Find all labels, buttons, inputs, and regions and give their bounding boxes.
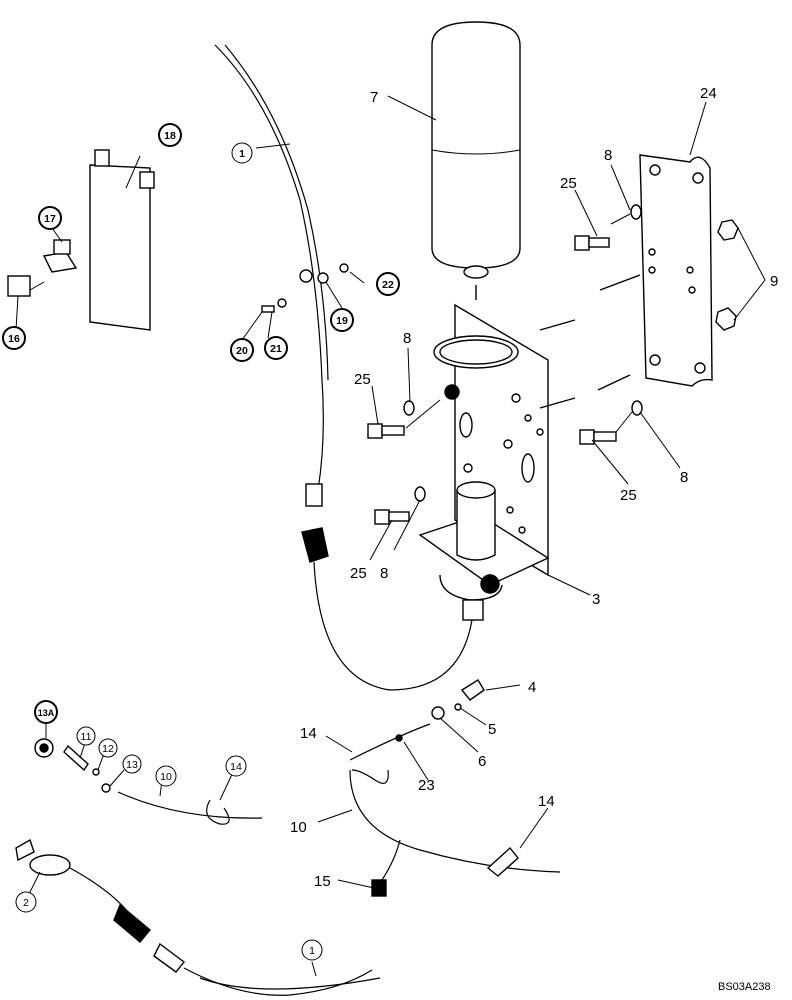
svg-text:13A: 13A	[38, 708, 55, 718]
callout-23: 23	[418, 777, 435, 794]
accumulator-cylinder	[431, 21, 521, 279]
tube-assembly	[349, 723, 561, 897]
callout-15: 15	[314, 873, 331, 890]
callout-1-top: 1	[231, 142, 253, 164]
callout-19: 19	[330, 308, 354, 332]
callout-2: 2	[15, 891, 37, 913]
callout-20: 20	[230, 338, 254, 362]
svg-text:10: 10	[160, 771, 172, 783]
mounting-plate	[639, 154, 713, 387]
svg-text:16: 16	[8, 333, 20, 345]
svg-text:14: 14	[230, 761, 242, 773]
callout-14-left: 14	[225, 755, 247, 777]
callout-14-right: 14	[538, 793, 555, 810]
svg-text:20: 20	[236, 345, 248, 357]
callout-7: 7	[370, 89, 378, 106]
callout-25-mid: 25	[354, 371, 371, 388]
callout-10-center: 10	[290, 819, 307, 836]
svg-text:1: 1	[239, 148, 245, 160]
svg-text:1: 1	[309, 945, 315, 957]
callout-5: 5	[488, 721, 496, 738]
callout-3: 3	[592, 591, 600, 608]
alignment-lines	[475, 274, 641, 409]
callout-18: 18	[158, 123, 182, 147]
callout-10-left: 10	[155, 765, 177, 787]
switch-assembly	[34, 738, 263, 825]
callout-16: 16	[2, 326, 26, 350]
callout-24: 24	[700, 85, 717, 102]
callout-8-mid: 8	[403, 330, 411, 347]
callout-17: 17	[38, 206, 62, 230]
callout-22: 22	[376, 272, 400, 296]
callout-14-center: 14	[300, 725, 317, 742]
callout-8-right: 8	[680, 469, 688, 486]
callout-8-low: 8	[380, 565, 388, 582]
svg-text:2: 2	[23, 897, 29, 909]
svg-text:12: 12	[102, 743, 114, 755]
svg-text:17: 17	[44, 213, 56, 225]
callout-6: 6	[478, 753, 486, 770]
svg-text:22: 22	[382, 279, 394, 291]
harness-wiring	[214, 44, 473, 691]
figure-reference: BS03A238	[718, 981, 771, 993]
fittings	[431, 679, 485, 720]
callout-9: 9	[770, 273, 778, 290]
svg-text:13: 13	[126, 759, 138, 771]
callout-13: 13	[122, 754, 142, 774]
svg-text:19: 19	[336, 315, 348, 327]
callout-12: 12	[98, 738, 118, 758]
callout-1-bottom: 1	[301, 939, 323, 961]
hardware	[367, 204, 739, 525]
callout-8-top: 8	[604, 147, 612, 164]
callout-13a: 13A	[34, 700, 58, 724]
callout-25-right: 25	[620, 487, 637, 504]
mounting-bracket	[418, 303, 550, 621]
callout-4: 4	[528, 679, 536, 696]
svg-text:18: 18	[164, 130, 176, 142]
callout-25-top: 25	[560, 175, 577, 192]
fuse-relay-block	[7, 149, 155, 331]
callout-21: 21	[264, 336, 288, 360]
callout-25-low: 25	[350, 565, 367, 582]
callout-11: 11	[76, 726, 96, 746]
leader-lines	[15, 95, 766, 977]
svg-text:21: 21	[270, 343, 282, 355]
svg-text:11: 11	[81, 731, 92, 743]
sensor-harness	[15, 838, 381, 996]
